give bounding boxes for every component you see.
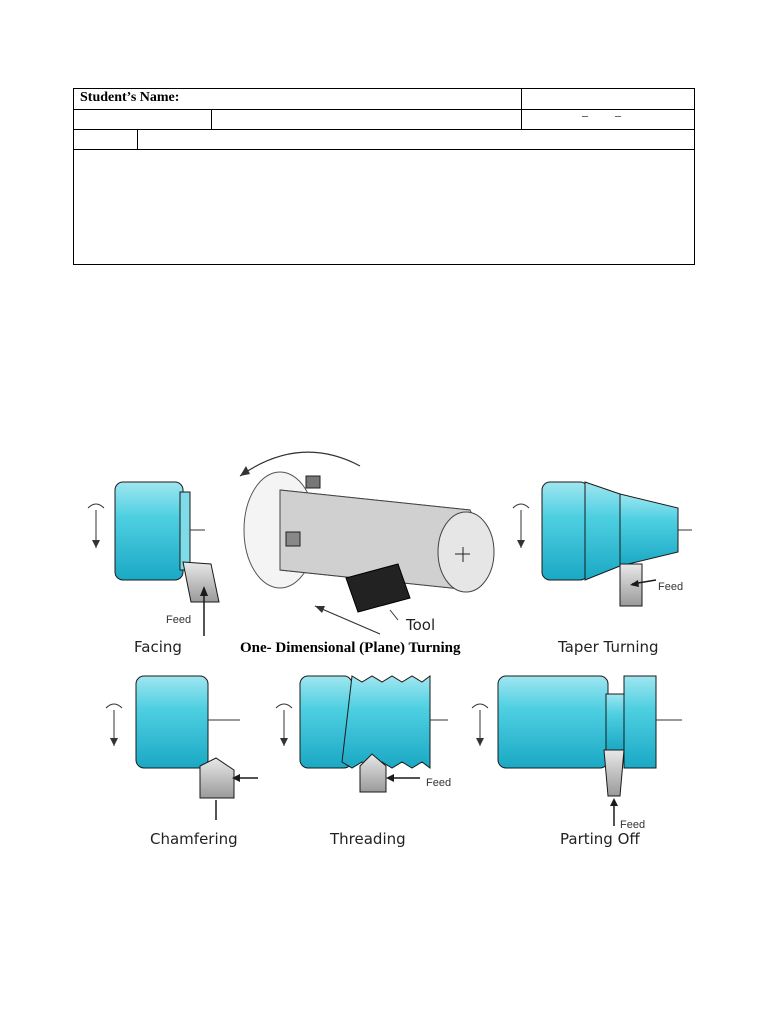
- rotation-arrow-icon: [239, 451, 361, 477]
- table-cell[interactable]: [74, 130, 138, 149]
- rotation-arrow-icon: [87, 503, 105, 509]
- student-name-cell[interactable]: Student’s Name:: [74, 89, 522, 109]
- notes-area[interactable]: [74, 150, 694, 264]
- chamfering-diagram: Chamfering: [105, 675, 258, 848]
- turning-operations-figure: Feed Facing Tool One- Dimensional (Plane…: [80, 440, 695, 860]
- date-marks: – –: [582, 108, 633, 122]
- rotation-arrow-icon: [512, 503, 530, 509]
- table-row: – –: [74, 108, 694, 130]
- rotation-arrow-icon: [471, 703, 489, 709]
- parting-off-label: Parting Off: [560, 830, 640, 848]
- table-cell[interactable]: [74, 110, 212, 129]
- student-name-label: Student’s Name:: [80, 90, 180, 105]
- feed-label: Feed: [426, 777, 451, 789]
- cutting-tool: [603, 749, 625, 797]
- feed-label: Feed: [620, 819, 645, 831]
- date-cell[interactable]: – –: [522, 108, 694, 129]
- workpiece: [497, 675, 609, 769]
- feed-label: Feed: [166, 614, 191, 626]
- cutting-tool: [345, 563, 411, 613]
- turning-operations-svg: Feed Facing Tool One- Dimensional (Plane…: [87, 451, 692, 848]
- taper-turning-diagram: Feed Taper Turning: [512, 481, 692, 656]
- rotation-arrow-icon: [275, 703, 293, 709]
- workpiece: [114, 481, 184, 581]
- table-cell[interactable]: [212, 110, 522, 129]
- table-row: Student’s Name:: [74, 89, 694, 110]
- facing-label: Facing: [134, 638, 182, 656]
- plane-turning-diagram: Tool One- Dimensional (Plane) Turning: [239, 451, 495, 656]
- cutting-tool: [359, 753, 387, 793]
- feed-label: Feed: [658, 581, 683, 593]
- cutting-tool: [199, 757, 235, 799]
- workpiece: [135, 675, 209, 769]
- parting-off-diagram: Feed Parting Off: [471, 675, 682, 848]
- facing-diagram: Feed Facing: [87, 481, 220, 656]
- student-info-table: Student’s Name: – –: [73, 88, 695, 265]
- cutting-tool: [182, 561, 220, 603]
- rotation-arrow-icon: [105, 703, 123, 709]
- workpiece: [541, 481, 589, 581]
- threading-label: Threading: [329, 830, 406, 848]
- chamfering-label: Chamfering: [150, 830, 238, 848]
- taper-turning-label: Taper Turning: [557, 638, 659, 656]
- tool-label: Tool: [405, 616, 435, 634]
- table-row: [74, 130, 694, 150]
- plane-turning-label: One- Dimensional (Plane) Turning: [240, 640, 461, 656]
- threading-diagram: Feed Threading: [275, 675, 451, 848]
